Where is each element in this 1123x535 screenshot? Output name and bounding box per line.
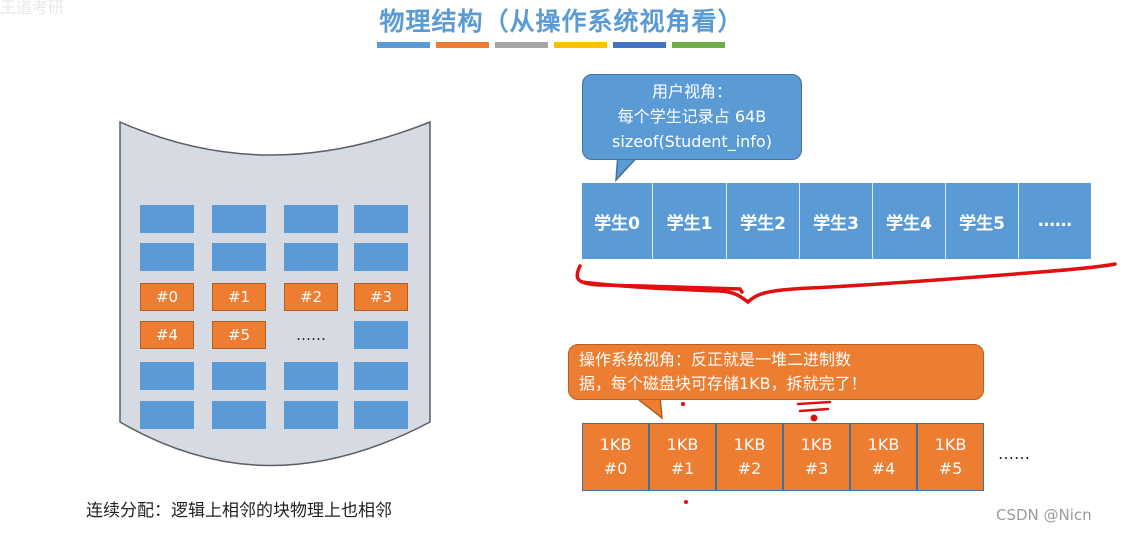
kb-block-id: #5 — [939, 457, 963, 481]
kb-block-size: 1KB — [667, 433, 699, 457]
disk-block — [212, 205, 266, 233]
student-record-2: 学生2 — [727, 183, 800, 259]
kb-block-id: #1 — [671, 457, 695, 481]
kb-block-3: 1KB #3 — [783, 423, 850, 491]
kb-block-4: 1KB #4 — [850, 423, 917, 491]
disk-block — [140, 205, 194, 233]
kb-block-size: 1KB — [600, 433, 632, 457]
kb-block-5: 1KB #5 — [917, 423, 984, 491]
user-callout-line: 每个学生记录占 64B — [583, 104, 801, 129]
disk-block — [354, 321, 408, 349]
disk-block — [284, 205, 338, 233]
red-dot-annotation-icon — [680, 494, 700, 514]
kb-block-id: #4 — [872, 457, 896, 481]
student-record-4: 学生4 — [873, 183, 946, 259]
disk-block-5: #5 — [212, 321, 266, 349]
slide-title: 物理结构（从操作系统视角看） — [0, 2, 1123, 38]
accent-bar-darkblue — [613, 42, 666, 48]
disk-block — [354, 362, 408, 390]
disk-block-0: #0 — [140, 283, 194, 311]
os-callout-line: 操作系统视角：反正就是一堆二进制数 — [579, 348, 973, 372]
kb-block-2: 1KB #2 — [716, 423, 783, 491]
disk-block — [140, 401, 194, 429]
disk-block — [284, 362, 338, 390]
allocation-caption: 连续分配：逻辑上相邻的块物理上也相邻 — [86, 496, 392, 521]
kb-block-id: #3 — [805, 457, 829, 481]
student-record-3: 学生3 — [800, 183, 873, 259]
red-dot-annotation-icon — [675, 396, 695, 416]
kb-block-ellipsis: …… — [998, 444, 1030, 463]
accent-bar-yellow — [554, 42, 607, 48]
disk-block — [212, 243, 266, 271]
kb-block-1: 1KB #1 — [649, 423, 716, 491]
red-underline-annotation-icon — [790, 394, 840, 424]
disk-block-4: #4 — [140, 321, 194, 349]
student-record-0: 学生0 — [582, 183, 653, 259]
accent-bar-gray — [495, 42, 548, 48]
disk-block — [212, 401, 266, 429]
accent-bar-orange — [436, 42, 489, 48]
student-record-5: 学生5 — [946, 183, 1019, 259]
disk-block — [212, 362, 266, 390]
disk-block — [354, 401, 408, 429]
os-view-callout: 操作系统视角：反正就是一堆二进制数 据，每个磁盘块可存储1KB，拆就完了！ — [568, 344, 984, 400]
disk-block — [354, 243, 408, 271]
accent-bar-blue — [377, 42, 430, 48]
disk-block-3: #3 — [354, 283, 408, 311]
disk-block — [284, 401, 338, 429]
kb-block-size: 1KB — [935, 433, 967, 457]
student-record-ellipsis: …… — [1019, 183, 1091, 259]
user-view-callout: 用户视角： 每个学生记录占 64B sizeof(Student_info) — [582, 74, 802, 160]
student-record-1: 学生1 — [653, 183, 727, 259]
kb-block-id: #2 — [738, 457, 762, 481]
os-callout-line: 据，每个磁盘块可存储1KB，拆就完了！ — [579, 372, 973, 396]
red-brace-annotation-icon — [570, 258, 1123, 308]
kb-block-size: 1KB — [801, 433, 833, 457]
disk-block — [284, 243, 338, 271]
disk-block-2: #2 — [284, 283, 338, 311]
accent-bar-green — [672, 42, 725, 48]
disk-block — [140, 243, 194, 271]
kb-block-id: #0 — [604, 457, 628, 481]
disk-block — [354, 205, 408, 233]
kb-block-0: 1KB #0 — [582, 423, 649, 491]
disk-block-1: #1 — [212, 283, 266, 311]
csdn-watermark: CSDN @Nicn — [996, 506, 1092, 524]
disk-block-ellipsis: …… — [284, 321, 338, 349]
kb-block-size: 1KB — [868, 433, 900, 457]
disk-block — [140, 362, 194, 390]
user-callout-line: 用户视角： — [583, 79, 801, 104]
user-callout-line: sizeof(Student_info) — [583, 129, 801, 154]
kb-block-size: 1KB — [734, 433, 766, 457]
